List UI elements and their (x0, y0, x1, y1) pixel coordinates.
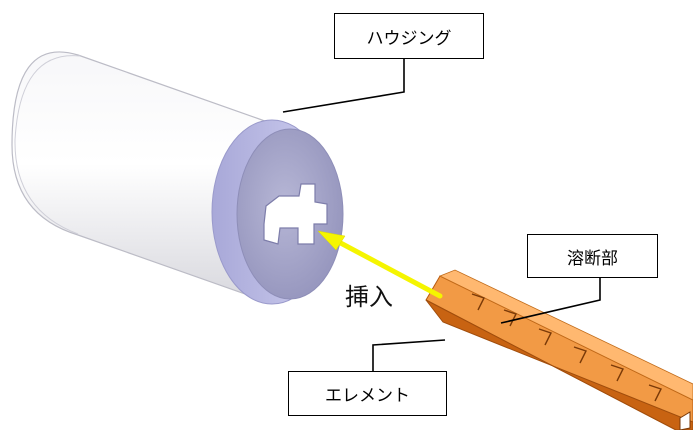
cross-slot (263, 183, 328, 245)
fuse-notches (471, 293, 662, 402)
element-leader-line (372, 339, 446, 371)
element-label: エレメント (288, 371, 447, 416)
fuse-leader-line (500, 278, 601, 324)
insert-arrow (317, 230, 443, 299)
fuse-element (425, 269, 693, 430)
fuse-portion-label: 溶断部 (527, 234, 658, 278)
housing-cylinder (11, 51, 344, 305)
housing-leader-line (282, 59, 405, 113)
housing-label: ハウジング (334, 13, 484, 59)
insert-label: 挿入 (345, 283, 393, 311)
